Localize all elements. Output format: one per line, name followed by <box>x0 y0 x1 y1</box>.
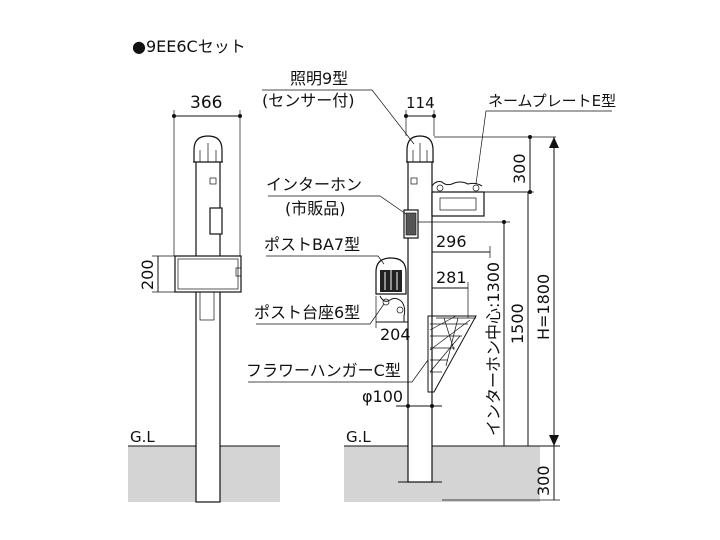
front-mailbox-height-dim: 200 <box>138 259 157 290</box>
front-post-base <box>199 291 215 321</box>
side-width-dot-right <box>432 114 436 118</box>
diameter-dot-left <box>406 404 410 408</box>
flower-hanger-diag-5 <box>443 317 455 351</box>
post-base-dim: 204 <box>380 325 411 344</box>
side-view: 照明9型 (センサー付) 114 ネームプレートE型 300 インターホン (市… <box>246 69 616 501</box>
height-arrow-bot <box>549 435 559 446</box>
ground-left-label: G.L <box>130 428 155 446</box>
light-leader <box>262 89 415 145</box>
post-label: ポストBA7型 <box>264 235 360 254</box>
ground-right: G.L <box>344 428 560 502</box>
intercom-label-2: (市販品) <box>285 199 346 218</box>
flower-hanger-diag-3 <box>429 319 471 351</box>
flower-hanger-leader <box>248 359 429 383</box>
post-base-label: ポスト台座6型 <box>254 303 360 322</box>
dim-1500: 1500 <box>508 303 527 344</box>
nameplate-label: ネームプレートE型 <box>488 92 616 110</box>
post-base-curl-2 <box>396 306 404 314</box>
front-fitting-1 <box>209 177 217 185</box>
front-intercom <box>209 207 223 235</box>
light-label-2: (センサー付) <box>262 91 355 110</box>
ground-right-label: G.L <box>346 428 371 446</box>
flower-hanger-icon <box>427 315 477 393</box>
dim-281: 281 <box>436 268 467 287</box>
nameplate <box>431 191 485 217</box>
flower-hanger-label: フラワーハンガーC型 <box>246 361 401 380</box>
intercom-center-dim: インターホン中心:1300 <box>484 262 503 436</box>
front-width-dim: 366 <box>190 93 222 113</box>
post-base-leader <box>256 303 385 325</box>
post-base-curl-1 <box>382 298 390 306</box>
flower-hanger-diag-6 <box>445 317 459 367</box>
front-width-dot-left <box>172 114 176 118</box>
nameplate-scroll <box>431 181 483 187</box>
height-dim: H=1800 <box>534 274 553 340</box>
intercom-leader <box>268 195 407 215</box>
front-width-dot-right <box>238 114 242 118</box>
nameplate-leader <box>475 110 612 185</box>
dim-296: 296 <box>436 232 467 251</box>
post-leader <box>266 255 385 265</box>
side-width-dot-left <box>404 114 408 118</box>
intercom-face <box>405 212 417 236</box>
buried-dim: 300 <box>534 465 553 496</box>
nameplate-curl-2 <box>472 184 480 192</box>
diameter-dim: φ100 <box>362 387 403 406</box>
side-fitting <box>410 177 418 185</box>
intercom-center-dot <box>502 220 506 224</box>
nameplate-offset-dim: 300 <box>510 153 529 184</box>
light-label-1: 照明9型 <box>290 69 348 88</box>
post-base-icon <box>379 295 406 322</box>
front-mailbox-clip <box>235 267 242 277</box>
height-arrow-top <box>549 137 559 148</box>
front-mailbox <box>174 255 242 293</box>
flower-hanger-diag-4 <box>429 335 461 373</box>
nameplate-face <box>439 197 477 211</box>
nameplate-dim-dot-top <box>528 135 532 139</box>
nameplate-curl-1 <box>436 184 444 192</box>
flower-hanger-diag-2 <box>429 315 457 331</box>
ground-right-fill <box>344 446 540 502</box>
set-title: ●9EE6Cセット <box>132 37 246 56</box>
front-mailbox-lid <box>177 258 239 290</box>
side-width-dim: 114 <box>406 94 435 112</box>
intercom-label-1: インターホン <box>266 175 362 194</box>
diameter-dot-right <box>430 404 434 408</box>
front-view: 366 200 <box>138 93 242 503</box>
